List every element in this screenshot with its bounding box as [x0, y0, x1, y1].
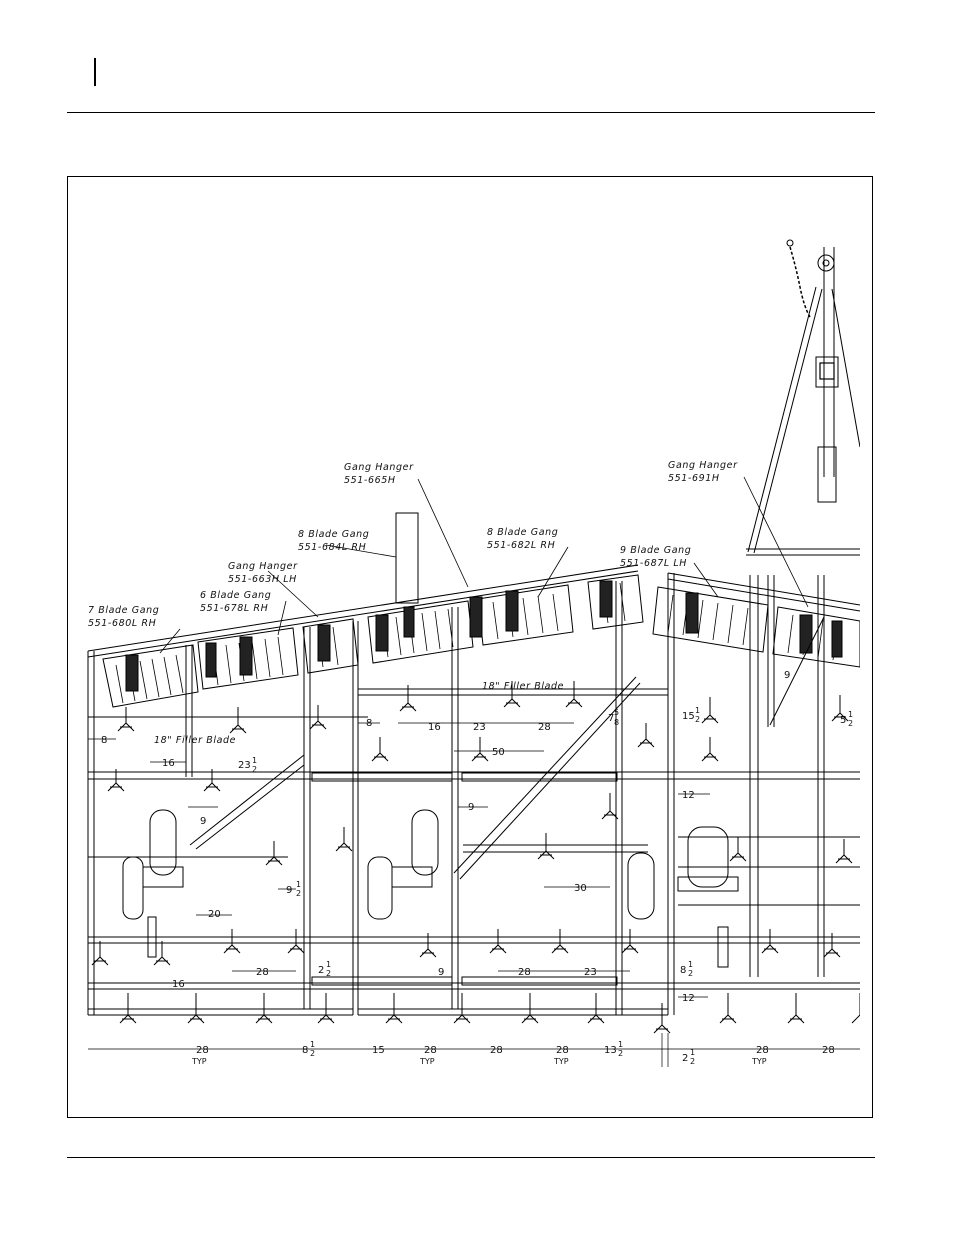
callout-gang-hanger-663h: Gang Hanger — [228, 561, 298, 572]
dim-b28-2: 28 — [424, 1045, 437, 1056]
dim-2-frac-den: 2 — [326, 969, 331, 978]
dim-8-frac-num: 1 — [688, 960, 693, 969]
dim-23-frac-den: 2 — [252, 765, 257, 774]
dim-5: 5 — [840, 715, 846, 726]
gang-hangers — [125, 580, 843, 692]
callout-8-blade-gang-684l-part: 551-684L RH — [298, 542, 366, 553]
dim-2-frac-num: 1 — [326, 960, 331, 969]
dim-5-frac-den: 2 — [848, 719, 853, 728]
dim-b28-3: 28 — [490, 1045, 503, 1056]
dim-8-frac-den: 2 — [688, 969, 693, 978]
dim-b28-5: 28 — [756, 1045, 769, 1056]
callout-labels: Gang Hanger 551-665H Gang Hanger 551-691… — [88, 460, 738, 746]
callout-8-blade-gang-682l: 8 Blade Gang — [487, 527, 558, 538]
dim-9-lower: 16 — [172, 979, 185, 990]
callout-7-blade-gang-680l: 7 Blade Gang — [88, 605, 159, 616]
dim-9-row4: 9 — [438, 967, 444, 978]
callout-gang-hanger-663h-part: 551-663H LH — [228, 574, 297, 585]
dim-15: 15 — [682, 711, 695, 722]
dim-7: 7 — [608, 713, 614, 724]
hydraulic-cylinders — [147, 512, 729, 986]
dim-9-hitch: 9 — [784, 670, 790, 681]
main-frame — [87, 573, 860, 1016]
dim-b28-4: 28 — [556, 1045, 569, 1056]
implement-drawing: Gang Hanger 551-665H Gang Hanger 551-691… — [87, 239, 860, 1067]
callout-9-blade-gang-687l-part: 551-687L LH — [620, 558, 687, 569]
callout-gang-hanger-665h-part: 551-665H — [344, 475, 396, 486]
dimension-lines — [88, 722, 860, 1067]
typ-4: TYP — [751, 1057, 767, 1066]
dim-16-center: 16 — [428, 722, 441, 733]
dim-28-row4-left: 28 — [256, 967, 269, 978]
dim-b2: 2 — [682, 1053, 688, 1064]
callout-7-blade-gang-680l-part: 551-680L RH — [88, 618, 156, 629]
dim-23-row4: 23 — [584, 967, 597, 978]
filler-blade-label-left: 18" Filler Blade — [154, 735, 236, 746]
drawing-frame: Gang Hanger 551-665H Gang Hanger 551-691… — [67, 176, 873, 1118]
shank-sweeps — [91, 681, 860, 1034]
dim-9-left: 9 — [200, 816, 206, 827]
typ-3: TYP — [553, 1057, 569, 1066]
dim-5-frac-num: 1 — [848, 710, 853, 719]
callout-gang-hanger-691h: Gang Hanger — [668, 460, 738, 471]
dim-50: 50 — [492, 747, 505, 758]
dim-b13-frac-num: 1 — [618, 1040, 623, 1049]
callout-8-blade-gang-682l-part: 551-682L RH — [487, 540, 555, 551]
hitch-tongue — [746, 239, 860, 556]
callout-leaders — [159, 476, 809, 654]
dim-b28-6: 28 — [822, 1045, 835, 1056]
dim-9-frac-num: 1 — [296, 880, 301, 889]
dim-23-center: 23 — [473, 722, 486, 733]
callout-gang-hanger-691h-part: 551-691H — [668, 473, 720, 484]
dim-b8: 8 — [302, 1045, 308, 1056]
dim-9-center: 9 — [468, 802, 474, 813]
dim-15-frac-den: 2 — [695, 715, 700, 724]
callout-6-blade-gang-678l: 6 Blade Gang — [200, 590, 271, 601]
callout-6-blade-gang-678l-part: 551-678L RH — [200, 603, 268, 614]
callout-8-blade-gang-684l: 8 Blade Gang — [298, 529, 369, 540]
dim-7-frac-num: 5 — [614, 708, 619, 717]
dim-30: 30 — [574, 883, 587, 894]
dim-8-center: 8 — [366, 718, 372, 729]
callout-9-blade-gang-687l: 9 Blade Gang — [620, 545, 691, 556]
header-rule — [67, 112, 875, 113]
dim-8-right: 8 — [680, 965, 686, 976]
callout-gang-hanger-665h: Gang Hanger — [344, 462, 414, 473]
dim-b2-frac-den: 2 — [690, 1057, 695, 1066]
dim-28-center: 28 — [538, 722, 551, 733]
dim-7-frac-den: 8 — [614, 718, 619, 727]
header-tab-mark — [94, 58, 96, 86]
dim-15-frac-num: 1 — [695, 706, 700, 715]
dim-9-wheel: 9 — [286, 885, 292, 896]
dim-16: 16 — [162, 758, 175, 769]
typ-2: TYP — [419, 1057, 435, 1066]
dim-12: 12 — [682, 790, 695, 801]
dim-b2-frac-num: 1 — [690, 1048, 695, 1057]
dim-28-row4-center: 28 — [518, 967, 531, 978]
dim-23: 23 — [238, 760, 251, 771]
typ-1: TYP — [191, 1057, 207, 1066]
transport-wheels — [122, 809, 739, 920]
dim-8: 8 — [101, 735, 107, 746]
dimension-labels: 8 16 23 1 2 8 16 23 28 50 7 5 8 15 1 2 5… — [101, 670, 853, 1066]
dim-b8-frac-num: 1 — [310, 1040, 315, 1049]
filler-blade-label-center: 18" Filler Blade — [482, 681, 564, 692]
footer-rule — [67, 1157, 875, 1158]
dim-b13-frac-den: 2 — [618, 1049, 623, 1058]
dim-b8-frac-den: 2 — [310, 1049, 315, 1058]
dim-b28-1: 28 — [196, 1045, 209, 1056]
dim-b13: 13 — [604, 1045, 617, 1056]
gang-toolbar — [87, 564, 860, 658]
dim-9-frac-den: 2 — [296, 889, 301, 898]
dim-2: 2 — [318, 965, 324, 976]
dim-20: 20 — [208, 909, 221, 920]
dim-b15: 15 — [372, 1045, 385, 1056]
dim-23-frac-num: 1 — [252, 756, 257, 765]
dim-12-lower: 12 — [682, 993, 695, 1004]
